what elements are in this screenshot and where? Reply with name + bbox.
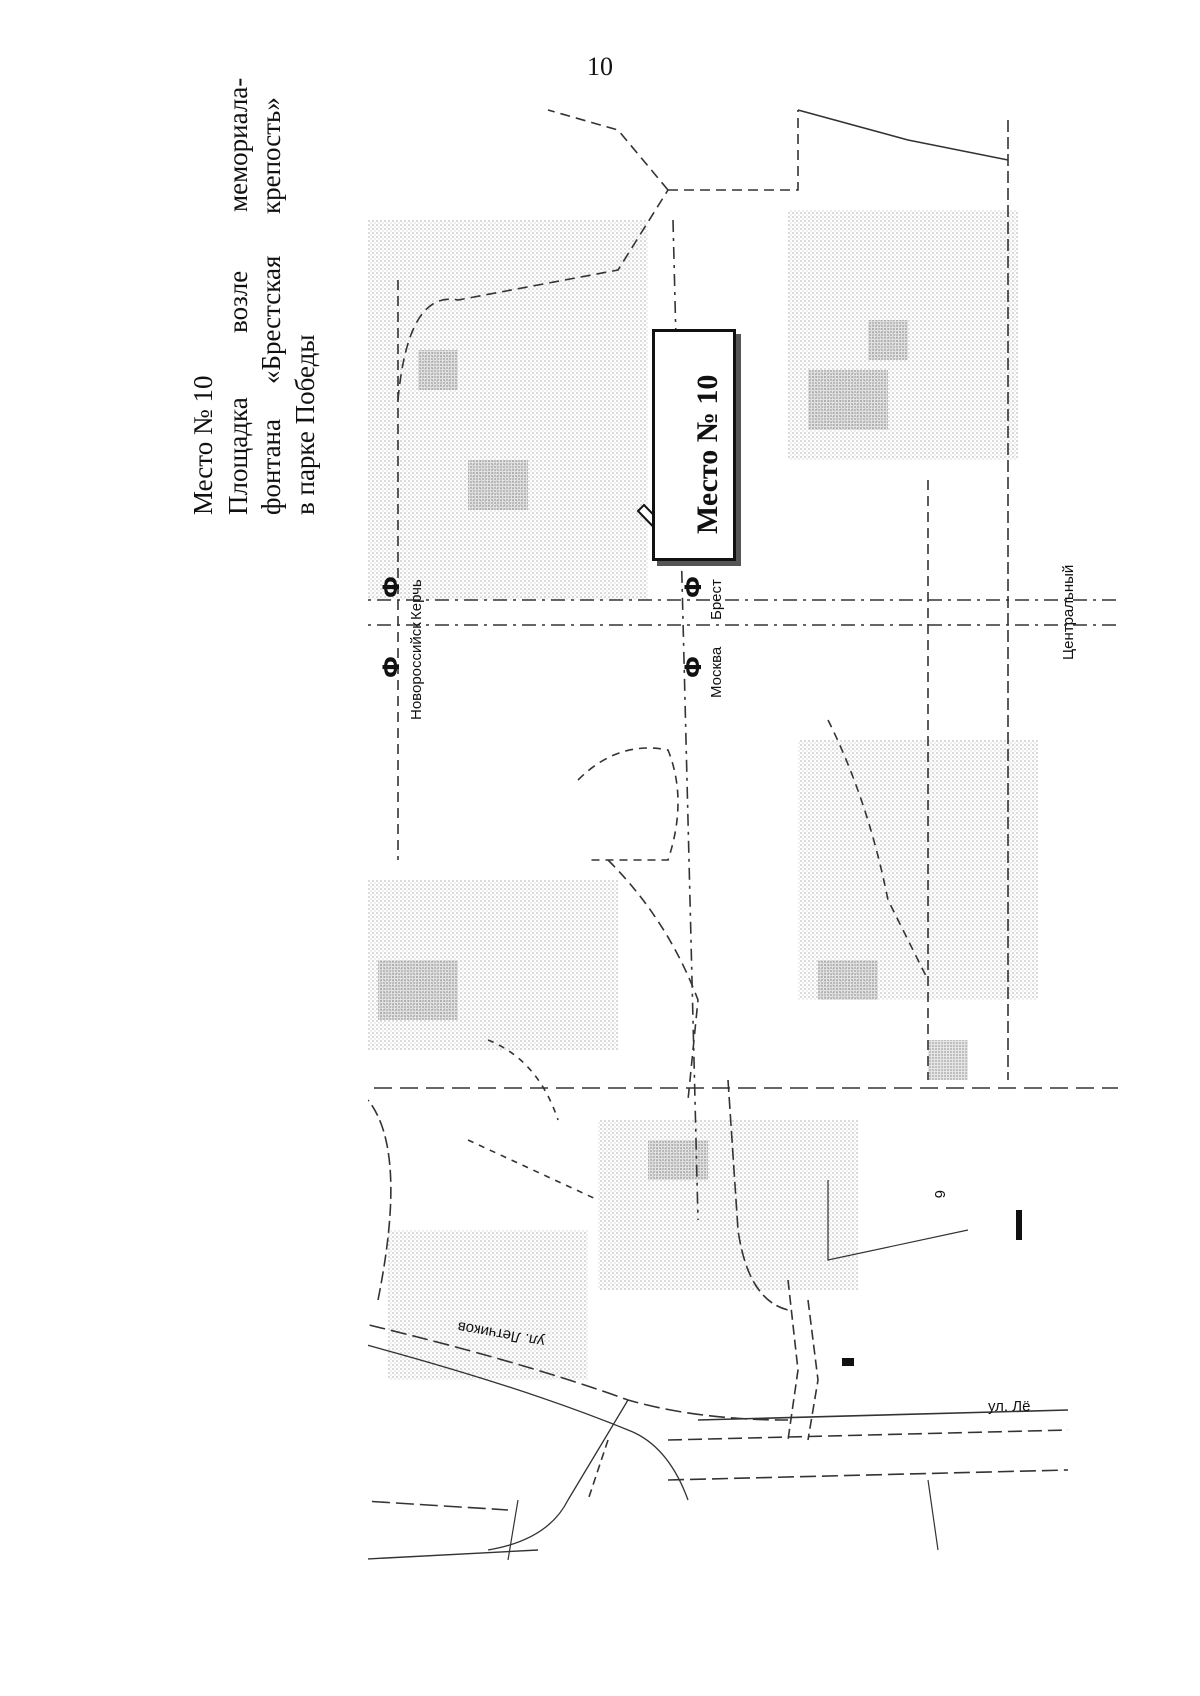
caption-line-4: в парке Победы bbox=[290, 334, 320, 516]
caption-line-2-right: мемориала- bbox=[223, 77, 253, 212]
map-drawing bbox=[368, 109, 1118, 1561]
caption-line-1: Место № 10 bbox=[188, 375, 218, 516]
metro-station-icon: Ф bbox=[380, 656, 405, 678]
label-moskva: Москва bbox=[708, 646, 725, 698]
park-halftone bbox=[368, 210, 1038, 1380]
label-novorossiysk: Новороссийск bbox=[408, 622, 425, 720]
street-marker-icon bbox=[842, 1358, 854, 1366]
label-tsentralny: Центральный bbox=[1060, 564, 1077, 660]
location-callout: Место № 10 bbox=[652, 329, 736, 561]
callout-label: Место № 10 bbox=[691, 374, 724, 534]
caption-line-3-mid: «Брестская bbox=[256, 255, 286, 384]
caption-line-3-right: крепость» bbox=[256, 97, 286, 214]
metro-station-icon: Ф bbox=[682, 576, 707, 598]
map: Ф Ф Ф Ф Новороссийск Керчь Москва Брест … bbox=[368, 100, 1118, 1600]
label-street-le: ул. Лё bbox=[988, 1398, 1031, 1415]
caption-line-3-left: фонтана bbox=[256, 419, 286, 515]
metro-station-icon: Ф bbox=[380, 576, 405, 598]
label-number-6: 6 bbox=[931, 1190, 948, 1199]
label-brest: Брест bbox=[708, 579, 725, 620]
label-kerch: Керчь bbox=[408, 579, 425, 620]
page-number: 10 bbox=[587, 52, 613, 81]
edge-marker-icon bbox=[1016, 1210, 1022, 1240]
park-halftone-dense bbox=[378, 320, 968, 1180]
metro-station-icon: Ф bbox=[682, 656, 707, 678]
caption-line-2-left: Площадка bbox=[223, 397, 253, 515]
caption-line-2-mid: возле bbox=[223, 270, 253, 333]
